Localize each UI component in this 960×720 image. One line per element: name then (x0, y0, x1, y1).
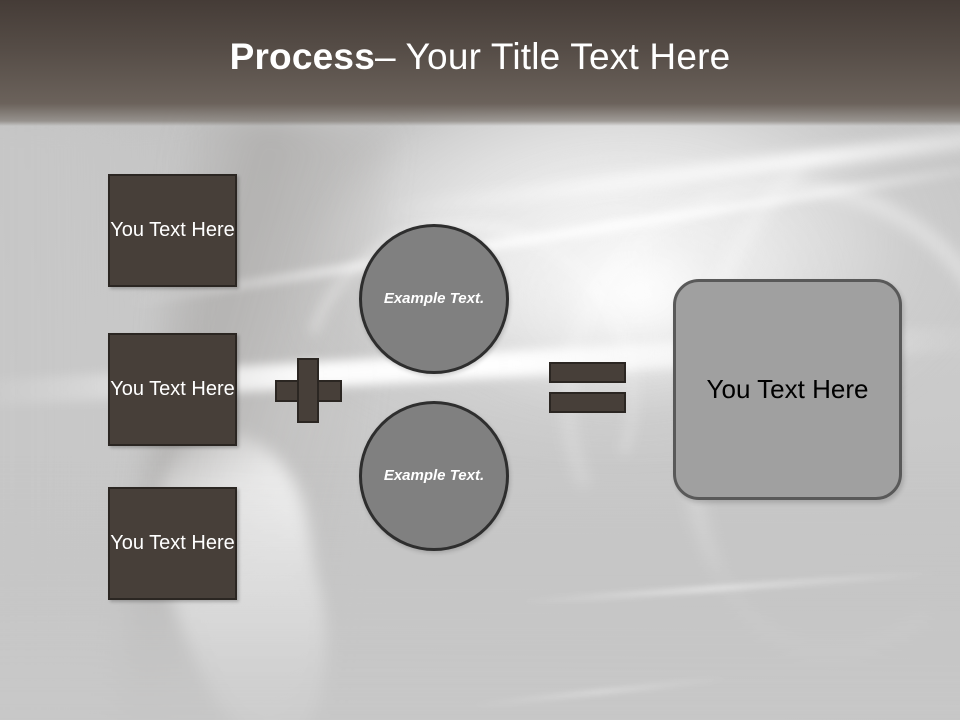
page-title-rest: – Your Title Text Here (374, 36, 731, 77)
circle-node-1-label: Example Text. (383, 289, 485, 307)
input-box-3[interactable]: You Text Here (108, 487, 237, 600)
circle-node-2[interactable]: Example Text. (359, 401, 509, 551)
equals-icon (549, 362, 626, 413)
equals-icon-bar-bottom (549, 392, 626, 413)
input-box-1-label: You Text Here (110, 219, 235, 241)
input-box-1[interactable]: You Text Here (108, 174, 237, 287)
result-box-label: You Text Here (706, 374, 869, 404)
plus-icon-center-patch (299, 382, 317, 400)
input-box-2-label: You Text Here (110, 378, 235, 400)
title-band (0, 0, 960, 126)
circle-node-2-label: Example Text. (383, 466, 485, 484)
circle-node-1[interactable]: Example Text. (359, 224, 509, 374)
input-box-3-label: You Text Here (110, 532, 235, 554)
equals-icon-bar-top (549, 362, 626, 383)
input-box-2[interactable]: You Text Here (108, 333, 237, 446)
page-title: Process – Your Title Text Here (0, 0, 960, 126)
plus-icon (275, 358, 342, 423)
result-box[interactable]: You Text Here (673, 279, 902, 500)
page-title-bold: Process (229, 36, 375, 77)
